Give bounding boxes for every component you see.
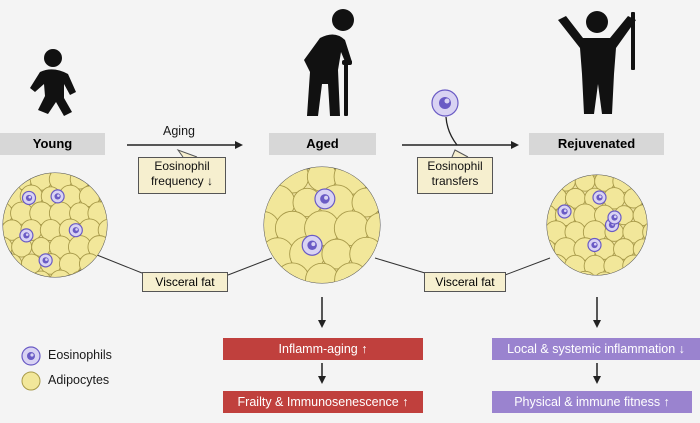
adipocyte — [547, 272, 557, 275]
adipocyte — [3, 184, 4, 208]
visceral-fat-connectors — [96, 254, 551, 276]
adipocyte — [642, 221, 647, 243]
adipocyte — [555, 273, 576, 275]
eosinophil-transfer-callout: Eosinophil transfers — [417, 157, 493, 194]
legend-adipocytes-label: Adipocytes — [48, 373, 110, 387]
eosinophil-granule — [28, 195, 32, 199]
adipocyte — [582, 175, 607, 177]
eosinophil-cell-icon — [431, 89, 459, 146]
legend-adipocyte-symbol — [21, 371, 41, 391]
adipocyte — [547, 175, 568, 176]
adipocyte — [264, 236, 266, 272]
adipocyte — [20, 173, 43, 174]
eosinophil-granule — [311, 242, 316, 247]
eosinophil-transfer-line1: Eosinophil — [427, 159, 483, 173]
eosinophil-frequency-line2: frequency ↓ — [150, 174, 214, 188]
adipocyte — [622, 175, 645, 176]
stage-label-aged: Aged — [269, 133, 376, 155]
adipocyte — [547, 253, 568, 275]
eosinophil-granule — [324, 195, 329, 200]
eosinophil-granule — [75, 228, 78, 231]
eosinophil-granule — [598, 195, 602, 199]
transfer-arrow — [402, 141, 519, 149]
adipocyte — [89, 270, 107, 277]
eosinophil-frequency-callout: Eosinophil frequency ↓ — [138, 157, 226, 194]
adipocyte — [3, 253, 23, 275]
adipocyte — [642, 175, 647, 176]
callout-pointer-aging — [176, 148, 198, 158]
adipocyte — [3, 219, 4, 241]
arms-raised-person-icon — [558, 11, 636, 114]
adipocyte — [632, 175, 647, 193]
adipocyte — [21, 253, 42, 275]
adipocyte — [99, 153, 118, 172]
outcome-local-systemic-inflammation: Local & systemic inflammation ↓ — [492, 338, 700, 360]
adipocyte — [612, 271, 636, 275]
aging-arrow — [127, 141, 243, 149]
adipocyte — [3, 173, 14, 191]
adipocyte — [593, 271, 616, 275]
adipocyte — [547, 186, 549, 211]
adipocyte — [264, 167, 281, 195]
callout-pointer-transfer — [451, 149, 469, 158]
down-arrows — [318, 297, 601, 384]
eosinophil-frequency-line1: Eosinophil — [154, 159, 210, 173]
adipocyte — [264, 262, 281, 283]
adipocyte — [573, 270, 598, 275]
adipocyte — [547, 175, 557, 193]
adipocyte — [264, 186, 265, 219]
adipocyte — [526, 154, 546, 174]
rejuvenated-visceral-fat-tissue — [526, 154, 648, 276]
stage-label-young: Young — [0, 133, 105, 155]
adipocyte — [30, 270, 52, 277]
adipocyte — [334, 262, 370, 283]
adipocyte — [275, 262, 310, 283]
eosinophil-granule — [57, 194, 60, 197]
legend-eosinophils-label: Eosinophils — [48, 348, 112, 362]
adipocyte — [39, 173, 62, 174]
child-silhouette-icon — [30, 49, 76, 116]
eosinophil-granule — [563, 209, 567, 213]
adipocyte — [0, 255, 2, 274]
legend-eosinophil-symbol — [21, 346, 41, 366]
visceral-fat-label-left: Visceral fat — [142, 272, 228, 292]
stage-label-rejuvenated: Rejuvenated — [529, 133, 664, 155]
adipocyte — [363, 167, 380, 195]
adipocyte — [365, 212, 380, 245]
aged-visceral-fat-tissue — [263, 166, 381, 284]
adipocyte — [563, 175, 588, 177]
eosinophil-granule — [613, 215, 617, 219]
adipocyte — [61, 153, 80, 172]
adipocyte — [604, 155, 624, 175]
adipocyte — [642, 255, 647, 275]
adipocyte — [3, 173, 23, 174]
adipocyte — [264, 167, 266, 169]
outcome-physical-immune-fitness: Physical & immune fitness ↑ — [492, 391, 692, 413]
adipocyte — [97, 218, 107, 242]
eosinophil-granule — [25, 233, 29, 236]
young-visceral-fat-tissue — [0, 153, 118, 278]
eosinophil-granule — [45, 258, 48, 261]
adipocyte — [527, 222, 547, 242]
adipocyte — [11, 270, 32, 277]
outcome-inflamm-aging: Inflamm-aging ↑ — [223, 338, 423, 360]
adipocyte — [641, 187, 647, 210]
aging-arrow-label: Aging — [163, 124, 195, 138]
adipocyte — [3, 269, 14, 277]
eosinophil-granule — [593, 242, 597, 246]
adipocyte — [87, 173, 107, 191]
outcome-frailty-immunosenescence: Frailty & Immunosenescence ↑ — [223, 391, 423, 413]
elderly-with-cane-icon — [304, 9, 354, 116]
visceral-fat-label-right: Visceral fat — [424, 272, 506, 292]
adipocyte — [49, 269, 72, 277]
adipocyte — [3, 173, 4, 174]
adipocyte — [632, 271, 647, 275]
eosinophil-transfer-line2: transfers — [431, 174, 479, 188]
adipocyte — [365, 264, 380, 283]
adipocyte — [305, 262, 339, 283]
